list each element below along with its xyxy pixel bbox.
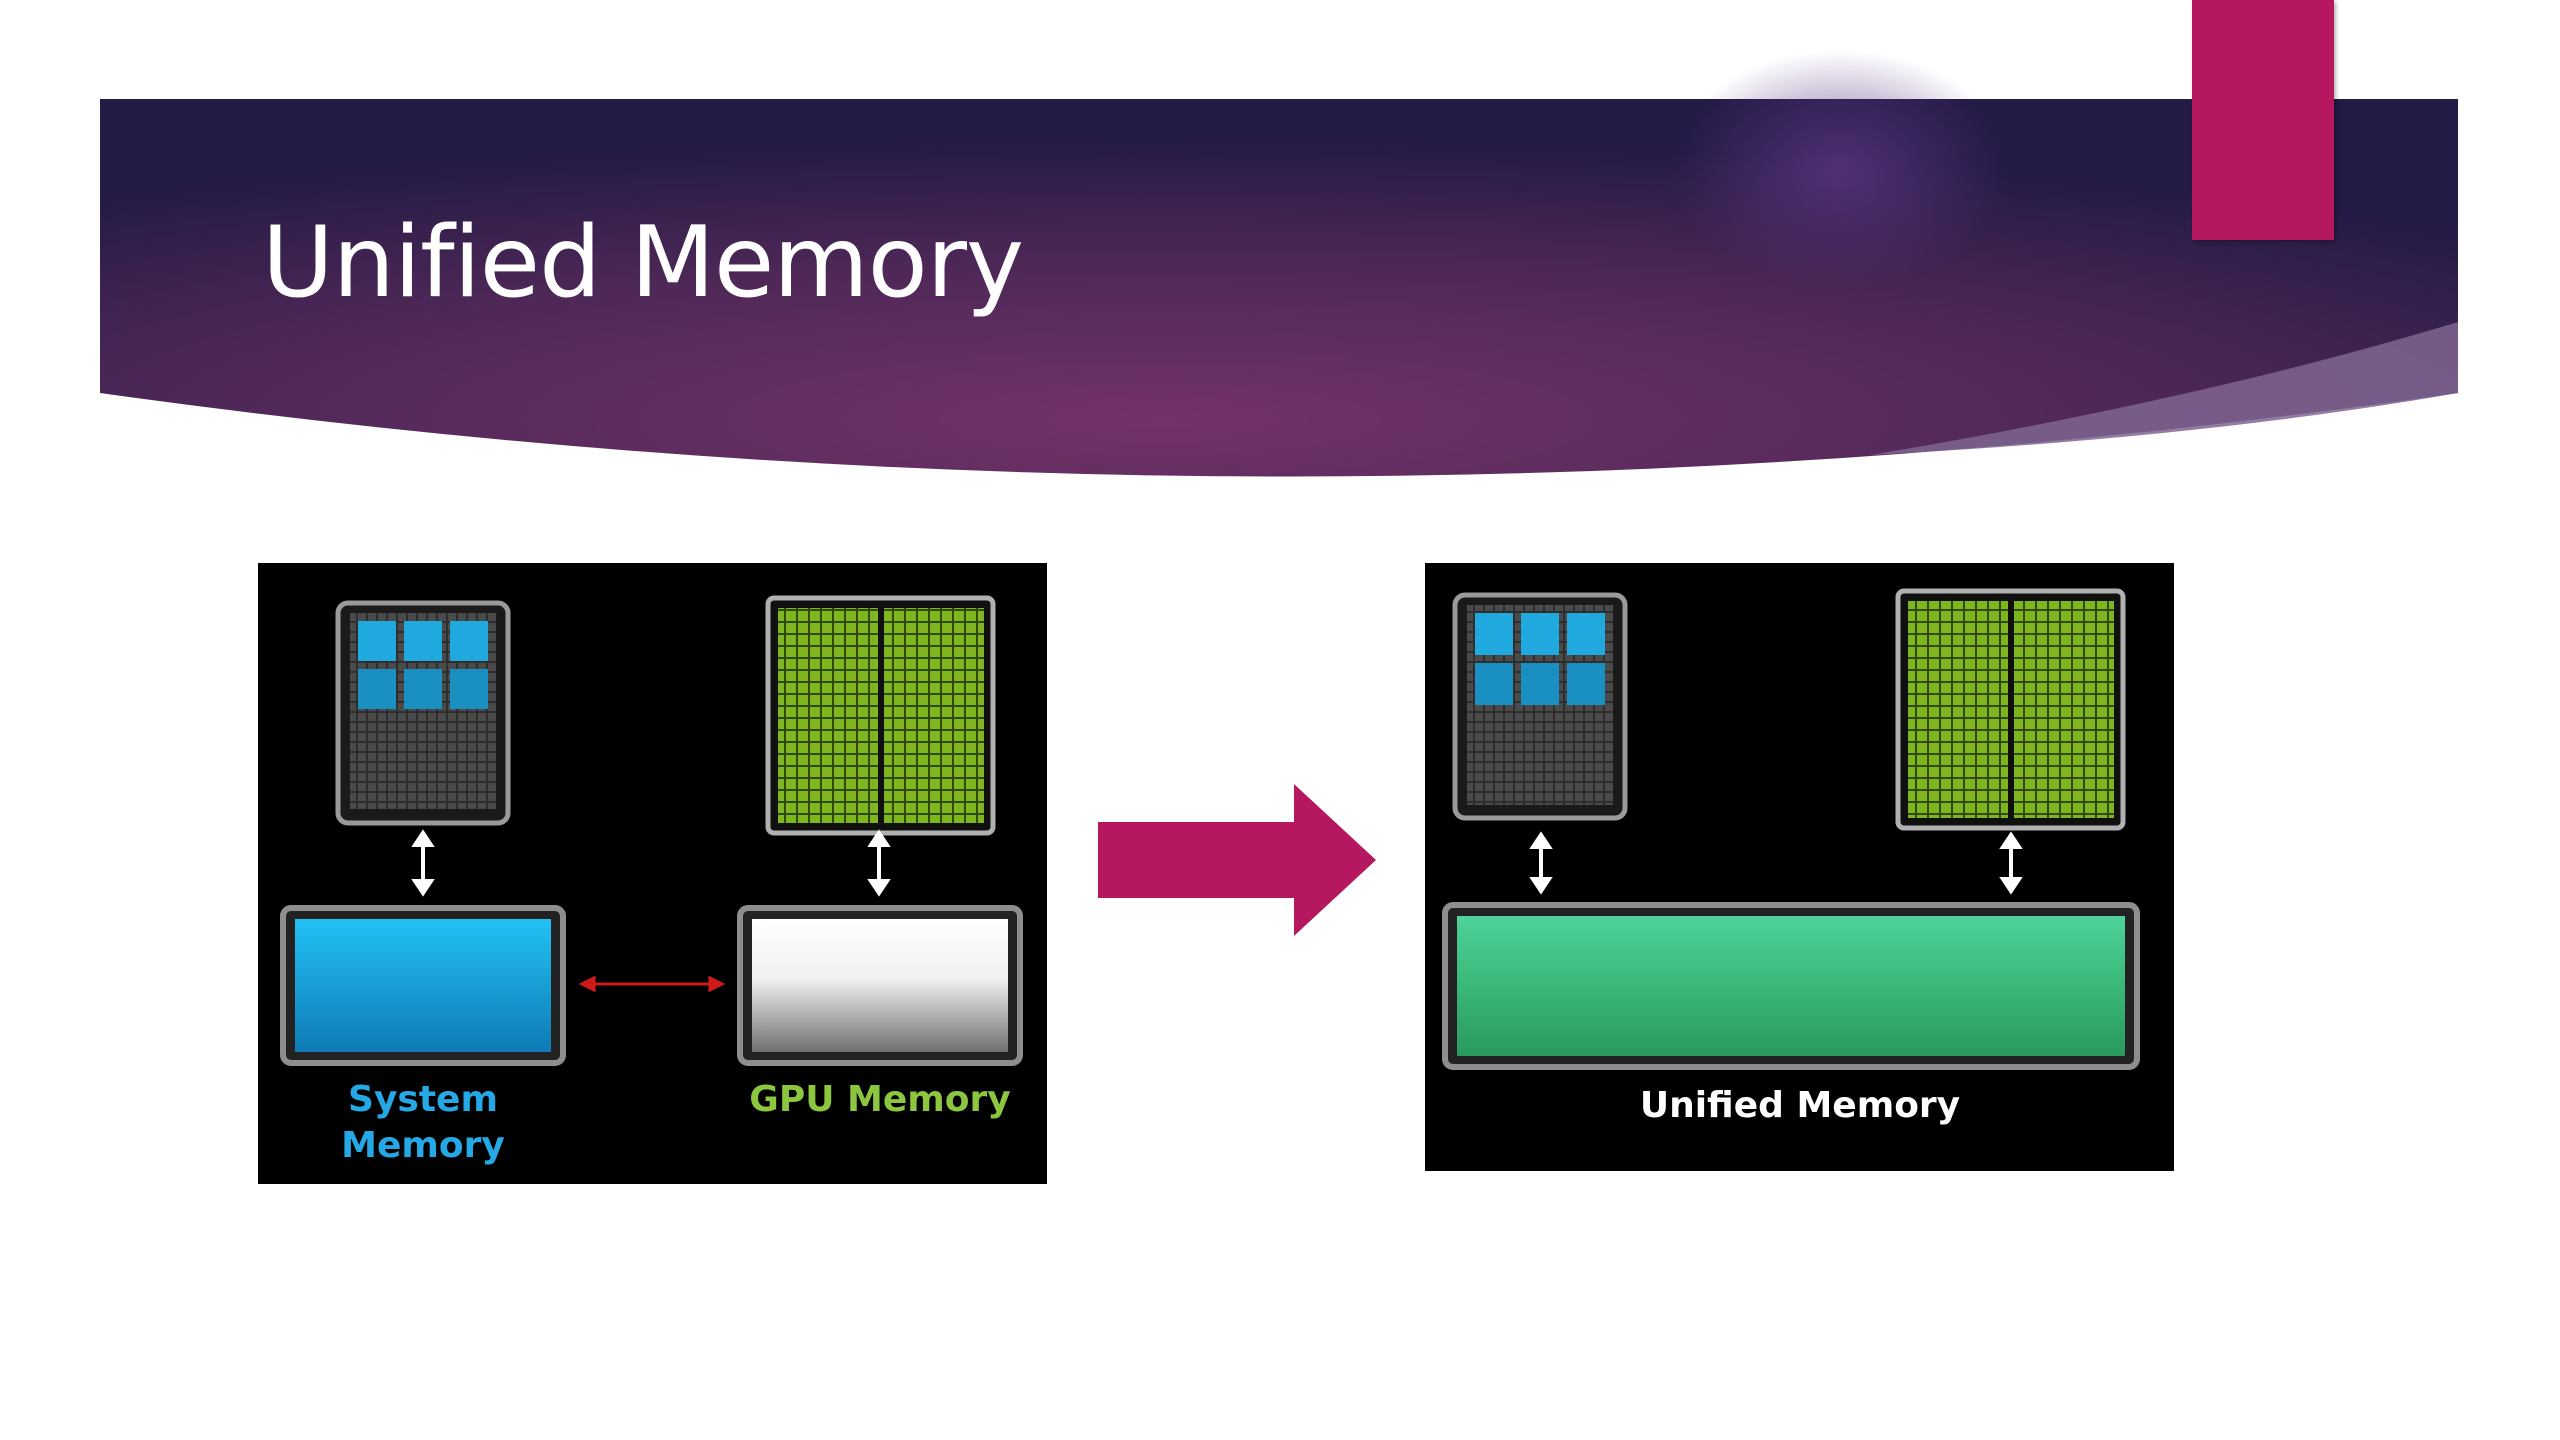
cpu-chip-icon [1452,592,1628,821]
gpu-chip-icon [1895,588,2126,831]
bidirectional-arrow-icon [578,975,726,993]
bidirectional-arrow-icon [1999,831,2023,895]
slide-title: Unified Memory [262,206,1024,320]
gpu-memory-label: GPU Memory [749,1079,1011,1120]
unified-memory-block [1442,902,2140,1070]
bidirectional-arrow-icon [411,829,435,897]
system-memory-block [280,905,566,1066]
right-arrow-icon [1098,784,1376,936]
corner-accent-tab [2192,0,2334,240]
unified-memory-diagram: Unified Memory [1425,563,2174,1171]
separate-memory-diagram: System Memory GPU Memory [258,563,1047,1184]
system-memory-label: System Memory [341,1079,505,1166]
cpu-chip-icon [335,600,511,826]
bidirectional-arrow-icon [867,829,891,897]
title-banner [100,50,2458,477]
gpu-chip-icon [765,595,996,836]
unified-memory-label: Unified Memory [1639,1085,1961,1126]
bidirectional-arrow-icon [1529,831,1553,895]
gpu-memory-block [737,905,1023,1066]
